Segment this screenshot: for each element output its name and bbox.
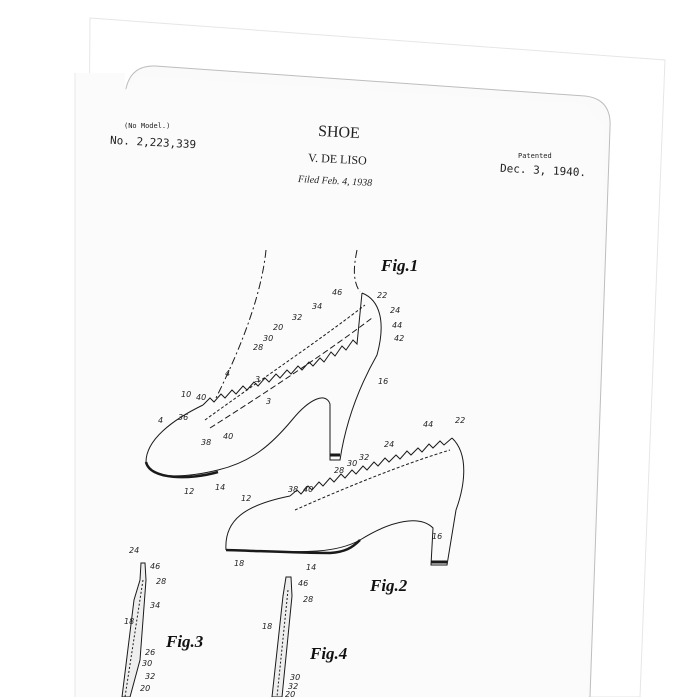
ref-numeral: 16 (378, 377, 389, 386)
ref-numeral: 46 (332, 288, 343, 297)
ref-numeral: 32 (359, 453, 370, 462)
ref-numeral: 18 (234, 559, 245, 568)
ref-numeral: 20 (273, 323, 284, 332)
ref-numeral: 40 (303, 485, 314, 494)
ref-numeral: 32 (288, 682, 299, 691)
ref-numeral: 22 (377, 291, 388, 300)
ref-numeral: 36 (178, 413, 189, 422)
ref-numeral: 40 (196, 393, 207, 402)
front-card (75, 73, 605, 697)
ref-numeral: 12 (241, 494, 252, 503)
ref-numeral: 34 (312, 302, 323, 311)
ref-numeral: 14 (306, 563, 317, 572)
ref-numeral: 30 (347, 459, 358, 468)
ref-numeral: 3 (255, 375, 261, 384)
ref-numeral: 30 (263, 334, 274, 343)
inventor-name: V. DE LISO (307, 150, 368, 168)
ref-numeral: 4 (225, 369, 231, 378)
figure-label-2: Fig.2 (370, 576, 408, 595)
shoe-drawing-fig1 (144, 249, 382, 479)
no-model-label: (No Model.) (124, 122, 171, 130)
ref-numeral: 46 (150, 562, 161, 571)
section-drawing-fig3 (121, 562, 147, 697)
ref-numeral: 14 (215, 483, 226, 492)
ref-numeral: 28 (253, 343, 264, 352)
ref-numeral: 24 (129, 546, 140, 555)
ref-numeral: 40 (223, 432, 234, 441)
ref-numeral: 42 (394, 334, 405, 343)
ref-numeral: 16 (432, 532, 443, 541)
figure-label-3: Fig.3 (166, 632, 204, 651)
ref-numeral: 28 (334, 466, 345, 475)
ref-numeral: 24 (390, 306, 401, 315)
section-drawing-fig4 (271, 576, 293, 697)
ref-numeral: 12 (184, 487, 195, 496)
ref-numeral: 34 (150, 601, 161, 610)
ref-numeral: 28 (156, 577, 167, 586)
ref-numeral: 44 (392, 321, 403, 330)
figure-label-4: Fig.4 (310, 644, 348, 663)
ref-numeral: 3 (266, 397, 272, 406)
ref-numeral: 10 (181, 390, 192, 399)
ref-numeral: 18 (124, 617, 135, 626)
ref-numeral: 32 (292, 313, 303, 322)
ref-numeral: 32 (145, 672, 156, 681)
ref-numeral: 30 (290, 673, 301, 682)
patented-label: Patented (518, 152, 552, 160)
ref-numeral: 38 (201, 438, 212, 447)
figure-label-1: Fig.1 (381, 256, 419, 275)
ref-numeral: 44 (423, 420, 434, 429)
ref-numeral: 20 (285, 690, 296, 699)
patent-title: SHOE (317, 122, 361, 143)
ref-numeral: 20 (140, 684, 151, 693)
ref-numeral: 18 (262, 622, 273, 631)
ref-numeral: 28 (303, 595, 314, 604)
ref-numeral: 26 (145, 648, 156, 657)
ref-numeral: 46 (298, 579, 309, 588)
shoe-drawing-fig2 (225, 437, 465, 566)
ref-numeral: 38 (288, 485, 299, 494)
ref-numeral: 4 (158, 416, 164, 425)
ref-numeral: 22 (455, 416, 466, 425)
ref-numeral: 24 (384, 440, 395, 449)
ref-numeral: 30 (142, 659, 153, 668)
